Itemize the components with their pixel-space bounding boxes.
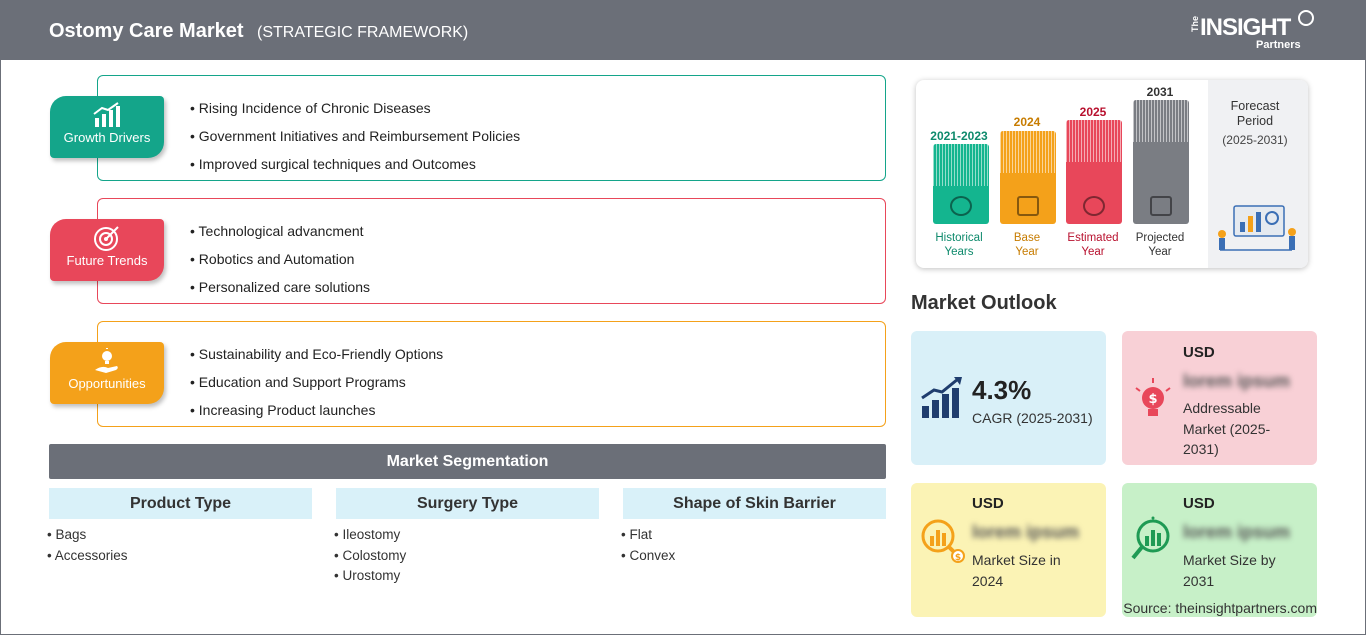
size-2024-currency: USD: [972, 495, 1004, 512]
size-2031-currency: USD: [1183, 495, 1215, 512]
opportunities-box: Sustainability and Eco-Friendly Options …: [97, 321, 886, 427]
analytics-illustration-icon: [1218, 205, 1296, 251]
lightbulb-hand-icon: [95, 348, 118, 373]
market-size-2024-card: $ USD lorem ipsum Market Size in 2024: [911, 483, 1106, 617]
growth-drivers-list: Rising Incidence of Chronic Diseases Gov…: [190, 94, 520, 178]
list-item: Robotics and Automation: [190, 245, 370, 273]
size-2031-value: lorem ipsum: [1183, 522, 1291, 542]
segment-heading-surgery-type: Surgery Type: [336, 488, 599, 519]
list-item: Increasing Product launches: [190, 396, 443, 424]
addressable-label: Addressable Market (2025-2031): [1183, 400, 1271, 457]
list-item: Colostomy: [334, 546, 406, 567]
market-size-2031-card: USD lorem ipsum Market Size by 2031: [1122, 483, 1317, 617]
segment-heading-product-type: Product Type: [49, 488, 312, 519]
magnifier-chart-icon: $: [921, 519, 965, 563]
list-item: Education and Support Programs: [190, 368, 443, 396]
growth-chart-icon: [921, 377, 962, 418]
size-2024-value: lorem ipsum: [972, 522, 1080, 542]
list-item: Bags: [47, 525, 128, 546]
future-trends-list: Technological advancment Robotics and Au…: [190, 217, 370, 301]
svg-text:$: $: [1148, 392, 1157, 407]
year-label-estimated: 2025: [1079, 105, 1107, 119]
badge-label: Future Trends: [66, 253, 148, 268]
list-item: Convex: [621, 546, 675, 567]
cagr-label: CAGR (2025-2031): [972, 410, 1093, 426]
calendar-icon: [1017, 196, 1039, 216]
page-title: Ostomy Care Market: [49, 20, 244, 42]
list-item: Government Initiatives and Reimbursement…: [190, 122, 520, 150]
lightbulb-dollar-icon: $: [1135, 378, 1171, 416]
list-item: Technological advancment: [190, 217, 370, 245]
future-trends-box: Technological advancment Robotics and Au…: [97, 198, 886, 304]
forecast-range: (2025-2031): [1222, 133, 1288, 147]
segment-list-surgery-type: Ileostomy Colostomy Urostomy: [334, 525, 406, 587]
bar-historical: [933, 144, 989, 224]
opportunities-list: Sustainability and Eco-Friendly Options …: [190, 340, 443, 424]
page-subtitle: (STRATEGIC FRAMEWORK): [257, 24, 469, 41]
source-text: Source: theinsightpartners.com: [1123, 600, 1317, 616]
presentation-icon: [1150, 196, 1172, 216]
bar-projected: [1133, 100, 1189, 224]
future-trends-badge: Future Trends: [50, 219, 164, 281]
size-2031-label: Market Size by 2031: [1183, 552, 1276, 589]
segment-list-skin-barrier: Flat Convex: [621, 525, 675, 566]
badge-label: Growth Drivers: [63, 130, 151, 145]
year-label-base: 2024: [1013, 115, 1041, 129]
list-item: Ileostomy: [334, 525, 406, 546]
opportunities-badge: Opportunities: [50, 342, 164, 404]
gears-icon: [1083, 196, 1105, 216]
list-item: Rising Incidence of Chronic Diseases: [190, 94, 520, 122]
market-outlook-title: Market Outlook: [911, 292, 1057, 314]
magnifier-chart-icon: [1131, 516, 1170, 560]
insight-partners-logo: The INSIGHT Partners: [1190, 10, 1320, 54]
bar-estimated: [1066, 120, 1122, 224]
bar-base: [1000, 131, 1056, 224]
header-bar: Ostomy Care Market (STRATEGIC FRAMEWORK)…: [0, 0, 1366, 60]
size-2024-label: Market Size in 2024: [972, 552, 1061, 589]
badge-label: Opportunities: [68, 376, 146, 391]
market-segmentation-title: Market Segmentation: [49, 444, 886, 479]
list-item: Accessories: [47, 546, 128, 567]
year-label-projected: 2031: [1146, 85, 1174, 99]
growth-drivers-badge: Growth Drivers: [50, 96, 164, 158]
list-item: Flat: [621, 525, 675, 546]
addressable-value: lorem ipsum: [1183, 371, 1291, 391]
growth-chart-icon: [93, 102, 120, 127]
cagr-card: 4.3% CAGR (2025-2031): [911, 331, 1106, 465]
svg-text:$: $: [955, 553, 961, 563]
list-item: Improved surgical techniques and Outcome…: [190, 150, 520, 178]
target-icon: [94, 226, 119, 251]
list-item: Sustainability and Eco-Friendly Options: [190, 340, 443, 368]
growth-drivers-box: Rising Incidence of Chronic Diseases Gov…: [97, 75, 886, 181]
addressable-market-card: $ USD lorem ipsum Addressable Market (20…: [1122, 331, 1317, 465]
year-label-historical: 2021-2023: [930, 129, 988, 143]
addressable-currency: USD: [1183, 344, 1215, 361]
segment-list-product-type: Bags Accessories: [47, 525, 128, 566]
clock-icon: [950, 196, 972, 216]
cagr-value: 4.3%: [972, 375, 1032, 405]
list-item: Personalized care solutions: [190, 273, 370, 301]
list-item: Urostomy: [334, 566, 406, 587]
forecast-title: Forecast Period: [1230, 99, 1280, 128]
segment-heading-skin-barrier: Shape of Skin Barrier: [623, 488, 886, 519]
